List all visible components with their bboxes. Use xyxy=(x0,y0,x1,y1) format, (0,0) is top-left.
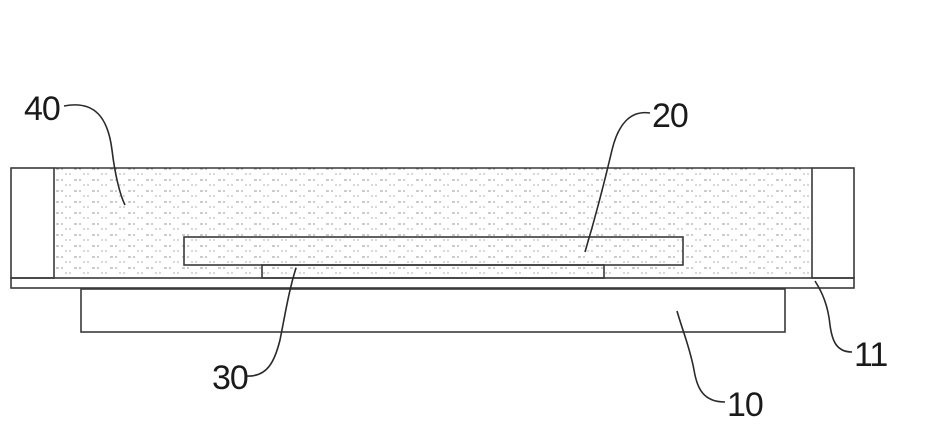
label-40: 40 xyxy=(24,90,60,128)
label-11: 11 xyxy=(854,336,887,374)
leader-10 xyxy=(676,310,726,403)
liquid-layer xyxy=(54,168,812,278)
leader-11 xyxy=(814,280,853,353)
base-plate xyxy=(10,277,855,289)
substrate xyxy=(80,288,786,333)
label-20: 20 xyxy=(652,97,688,135)
leader-30 xyxy=(246,267,297,377)
leader-20 xyxy=(584,111,651,253)
left-side-wall xyxy=(10,167,55,279)
leader-40 xyxy=(63,104,126,206)
label-30: 30 xyxy=(212,359,248,397)
right-side-wall xyxy=(811,167,855,279)
label-10: 10 xyxy=(727,386,763,424)
bonding-layer xyxy=(261,264,605,279)
